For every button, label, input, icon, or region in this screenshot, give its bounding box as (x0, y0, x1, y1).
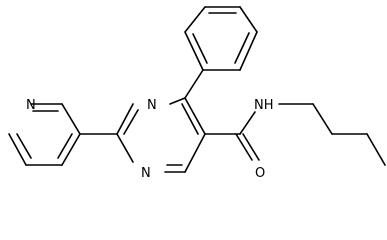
bond (184, 31, 204, 71)
bond-inner (123, 109, 139, 135)
bond-inner (16, 133, 32, 159)
bond (184, 6, 206, 33)
amide-nh-label: NH (254, 98, 274, 113)
pyridine-nitrogen-label: N (26, 98, 36, 113)
structure-canvas: N N N NH O (8, 6, 386, 181)
bond-phenyl-pyrimidine (184, 69, 204, 99)
bond-inner (192, 33, 208, 64)
bond (61, 133, 81, 166)
molecule-drawing: N N N NH O (8, 6, 386, 181)
bond-inner (181, 103, 199, 135)
bond (116, 133, 134, 163)
bond (366, 133, 386, 166)
bond-carbonyl-n (239, 111, 256, 135)
carbonyl-oxygen-label: O (255, 166, 265, 181)
amide-group (204, 111, 260, 161)
butyl-chain (278, 103, 386, 166)
bond (239, 6, 258, 33)
bond (312, 103, 333, 135)
bond (184, 133, 206, 173)
bond-carbonyl-o-second (242, 133, 260, 161)
pyrimidine-ring (116, 97, 206, 173)
bond (169, 97, 186, 105)
pyridine-ring (8, 103, 81, 166)
bond (184, 97, 206, 135)
phenyl-ring (184, 6, 258, 71)
bond-inner (57, 133, 73, 159)
pyrimidine-n1-label: N (147, 98, 157, 113)
pyrimidine-n3-label: N (141, 166, 151, 181)
bond (116, 103, 134, 135)
bond (239, 31, 258, 71)
bond (8, 133, 27, 166)
bond (61, 103, 81, 135)
bond-inner (234, 32, 250, 64)
bond-carbonyl-o (235, 133, 253, 161)
